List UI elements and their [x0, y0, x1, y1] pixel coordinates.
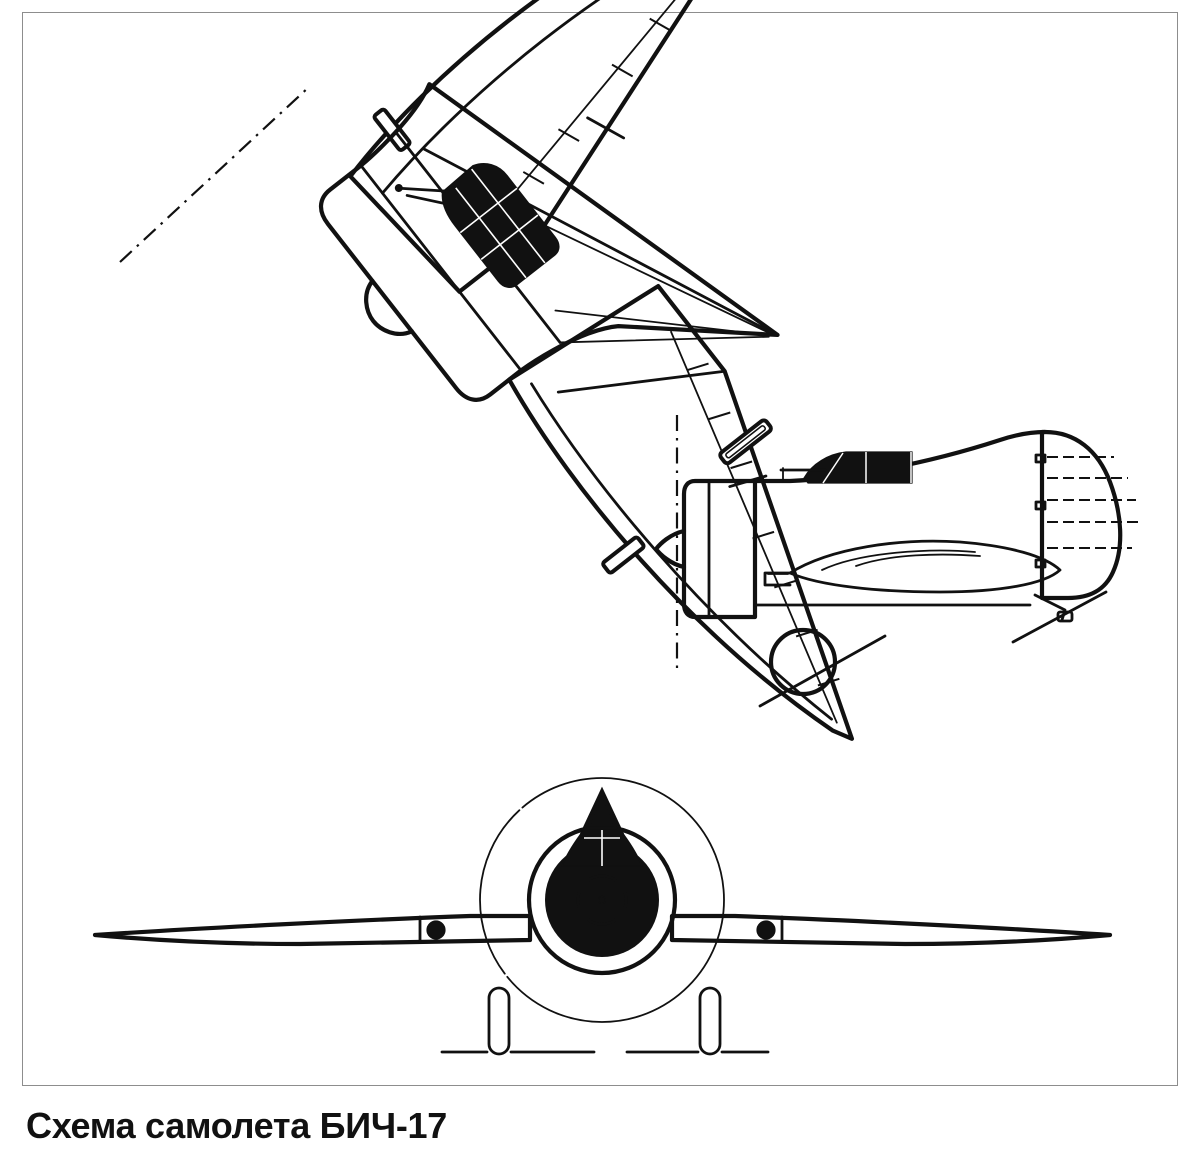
right-elevon-hinge — [474, 0, 759, 241]
side-rudder-ribs — [1047, 456, 1139, 549]
front-left-gear-leg — [487, 986, 511, 1056]
figure-caption: Схема самолета БИЧ-17 — [26, 1105, 447, 1146]
fuselage-taper-lower — [554, 309, 772, 337]
front-view — [92, 777, 1113, 1056]
front-right-gear-leg — [698, 986, 722, 1056]
plan-centerline — [119, 85, 311, 263]
right-elevon-inboard-rib — [586, 116, 626, 140]
front-spinner-hub — [576, 874, 628, 926]
right-wing-outline — [348, 0, 770, 294]
front-right-wing-marking — [756, 920, 776, 940]
front-left-wing-marking — [426, 920, 446, 940]
left-wing-spar — [556, 369, 727, 394]
front-right-wing — [669, 913, 1113, 947]
front-left-wing — [92, 913, 533, 947]
canopy-frame-lines — [455, 168, 546, 279]
front-propeller-disc — [479, 777, 725, 1023]
propeller-spinner — [364, 278, 414, 336]
side-canopy-frames — [822, 452, 912, 484]
cockpit-canopy — [394, 163, 560, 288]
side-spinner — [653, 528, 687, 570]
antenna-tip — [394, 184, 403, 193]
side-cowling — [681, 478, 758, 620]
technical-drawing-canvas — [92, 0, 1139, 1056]
side-rudder — [1039, 429, 1123, 601]
side-skid-shoe — [1056, 610, 1074, 623]
side-wing-profile — [763, 539, 1062, 594]
front-canopy-frames — [584, 830, 620, 866]
side-tail-skid — [1011, 590, 1108, 644]
right-wing-inner-leading-edge — [381, 0, 754, 195]
side-cockpit-canopy — [779, 451, 913, 484]
front-canopy — [561, 786, 643, 867]
side-rudder-hinges — [1034, 453, 1047, 569]
left-outboard-fin — [601, 535, 646, 575]
cowl-panel-line-1 — [360, 165, 522, 371]
plan-view — [119, 0, 855, 741]
side-view — [653, 415, 1139, 708]
side-ground-line — [758, 634, 887, 708]
left-elevon-ribs — [686, 362, 840, 687]
front-prop-shaft — [597, 895, 607, 905]
fuselage-taper-lower2 — [559, 335, 770, 344]
side-main-wheel — [768, 627, 838, 697]
antenna-mast — [400, 186, 450, 193]
left-inboard-fin — [718, 418, 773, 466]
fuselage-outline — [318, 82, 780, 402]
left-wing-outline — [507, 284, 855, 741]
